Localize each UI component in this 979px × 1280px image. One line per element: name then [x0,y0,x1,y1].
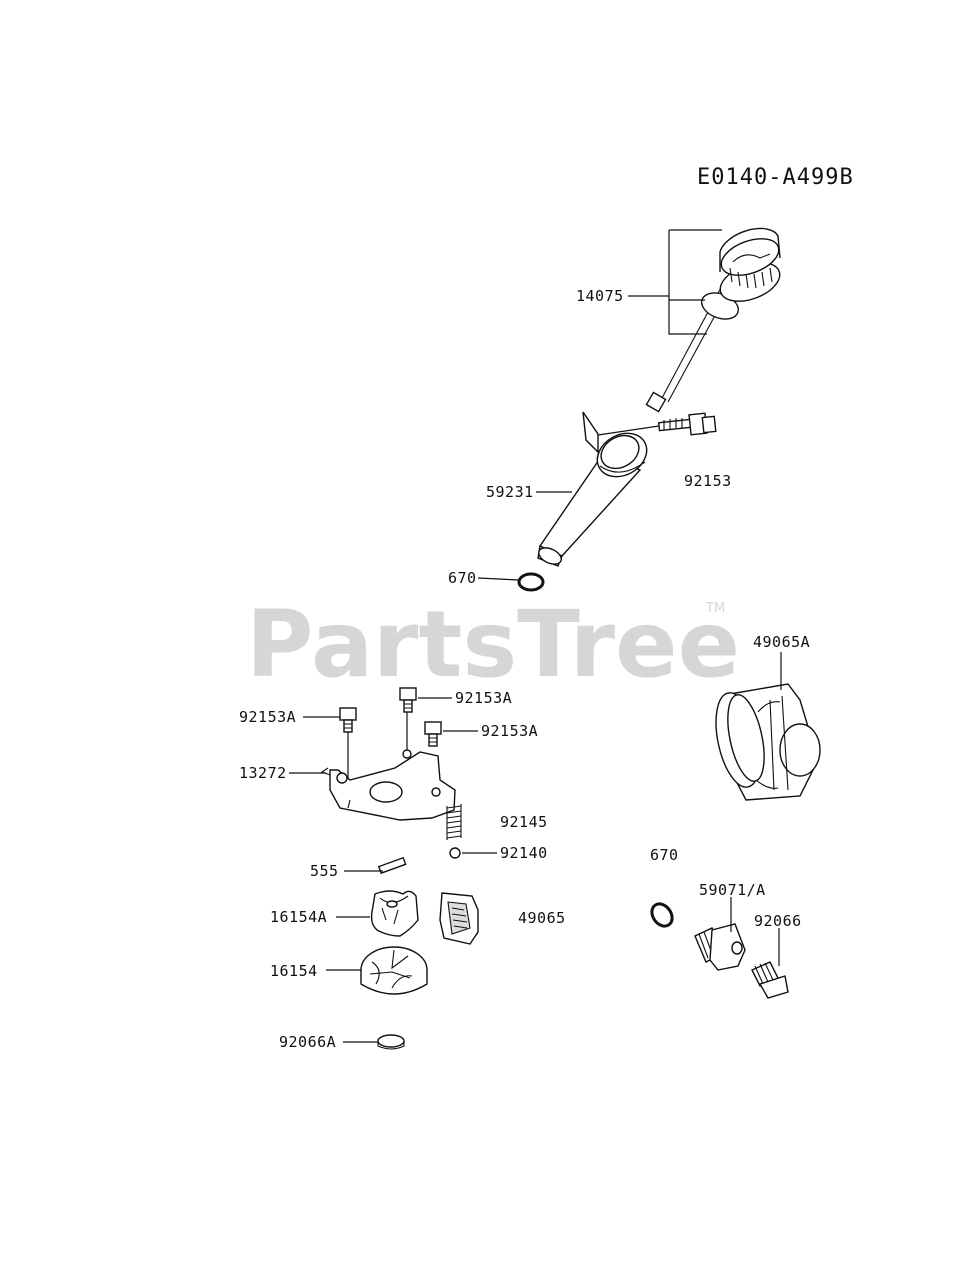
part-label-670-upper[interactable]: 670 [448,569,477,587]
parts-tree-watermark: PartsTree [246,591,740,698]
inner-rotor-part[interactable] [370,890,419,937]
filler-tube-part[interactable] [536,411,654,567]
bolt-92153A-left-part[interactable] [339,707,357,733]
part-label-92153A-left[interactable]: 92153A [239,708,296,726]
part-label-92153A-top[interactable]: 92153A [455,689,512,707]
oring-670-lower-part[interactable] [648,900,677,930]
ball-part[interactable] [449,847,461,859]
part-label-92140[interactable]: 92140 [500,844,548,862]
part-label-555[interactable]: 555 [310,862,339,880]
part-label-16154[interactable]: 16154 [270,962,318,980]
bolt-92153A-right-part[interactable] [424,721,442,747]
trademark-mark: TM [705,601,725,616]
outer-rotor-part[interactable] [360,946,428,995]
bolt-92153A-top-part[interactable] [399,687,417,713]
part-label-59231[interactable]: 59231 [486,483,534,501]
part-label-92153A-right[interactable]: 92153A [481,722,538,740]
part-label-59071A[interactable]: 59071/A [699,881,766,899]
drain-plug-part[interactable] [694,923,746,971]
part-label-92153[interactable]: 92153 [684,472,732,490]
part-label-92145[interactable]: 92145 [500,813,548,831]
oil-screen-part[interactable] [439,892,479,945]
oring-670-upper-part[interactable] [517,572,545,592]
oil-filter-part[interactable] [708,683,821,801]
relief-plate-part[interactable] [320,749,456,821]
part-label-670-lower[interactable]: 670 [650,846,679,864]
part-label-14075[interactable]: 14075 [576,287,624,305]
pin-part[interactable] [377,856,407,875]
spring-part[interactable] [446,804,462,840]
part-label-92066A[interactable]: 92066A [279,1033,336,1051]
cap-92066A-part[interactable] [377,1034,405,1050]
part-label-13272[interactable]: 13272 [239,764,287,782]
plug-92066-part[interactable] [751,961,789,999]
bolt-92153-part[interactable] [657,412,717,436]
part-label-92066[interactable]: 92066 [754,912,802,930]
part-label-49065A[interactable]: 49065A [753,633,810,651]
part-label-16154A[interactable]: 16154A [270,908,327,926]
diagram-code: E0140-A499B [697,165,854,190]
part-label-49065[interactable]: 49065 [518,909,566,927]
dipstick-cap-part[interactable] [645,227,785,413]
